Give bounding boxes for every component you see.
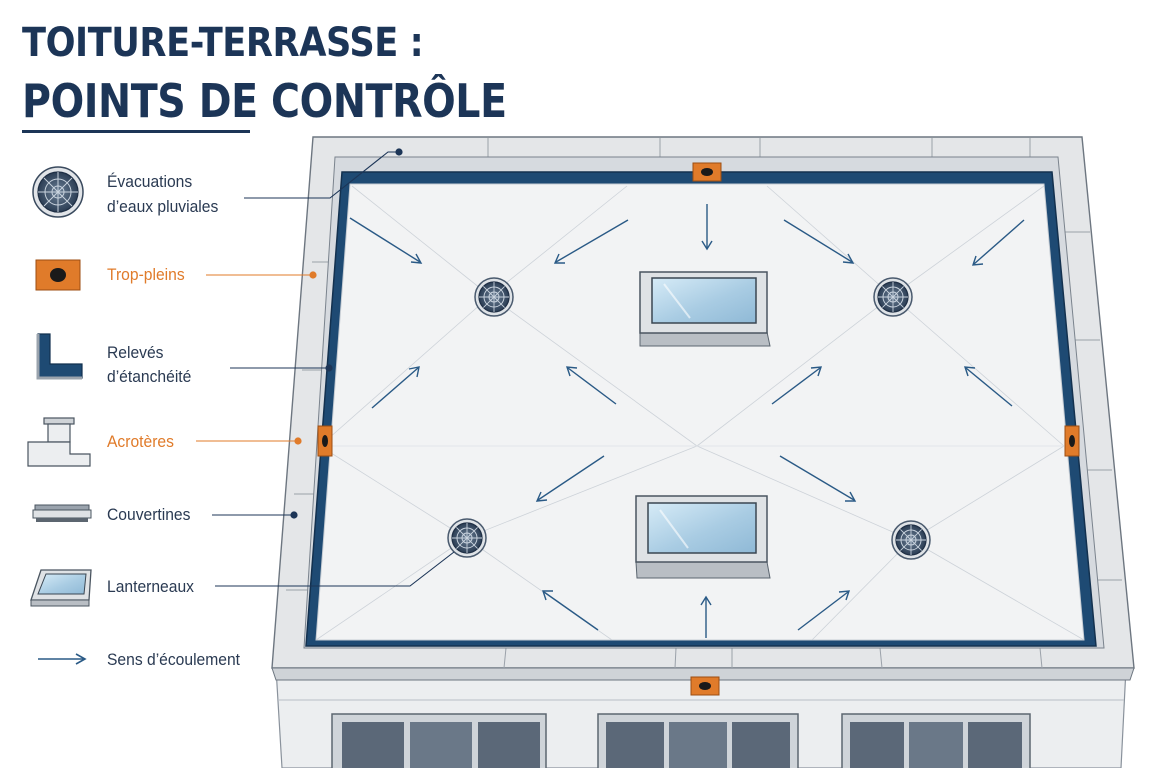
facade-window	[841, 713, 1031, 773]
overflow-right	[1064, 425, 1080, 457]
drain-top-right	[873, 277, 913, 317]
skylight-bottom	[635, 495, 771, 579]
legend-label-lanterneaux: Lanterneaux	[107, 577, 194, 596]
drain-grate-icon	[32, 166, 84, 218]
legend-label-trop-pleins: Trop-pleins	[107, 265, 185, 284]
page-title-line1: TOITURE-TERRASSE :	[22, 20, 424, 66]
coping-icon	[32, 504, 92, 522]
building-facade	[275, 667, 1127, 773]
legend-label-evacuations-line2: d’eaux pluviales	[107, 197, 219, 216]
leader-lines	[196, 148, 455, 587]
flow-arrow-icon	[38, 653, 87, 665]
overflow-bottom	[690, 676, 720, 696]
drain-top-left	[474, 277, 514, 317]
overflow-icon	[35, 259, 81, 291]
drain-bottom-right	[891, 520, 931, 560]
legend-label-couvertines: Couvertines	[107, 505, 191, 524]
legend-label-releves-line2: d’étanchéité	[107, 367, 192, 386]
flow-arrows	[349, 204, 1025, 638]
legend-label-evacuations-line1: Évacuations	[107, 172, 193, 191]
title-underline	[22, 130, 250, 133]
overflow-left	[317, 425, 333, 457]
legend-label-sens-ecoulement: Sens d’écoulement	[107, 650, 241, 669]
page-title-line2: POINTS DE CONTRÔLE	[22, 74, 507, 128]
legend-label-acroteres: Acrotères	[107, 432, 174, 451]
legend-label-releves-line1: Relevés	[107, 343, 164, 362]
facade-window	[331, 713, 547, 773]
parapet-icon	[27, 417, 91, 467]
skylight-top	[639, 271, 771, 347]
drain-bottom-left	[447, 518, 487, 558]
waterproofing-upstand-icon	[36, 333, 83, 380]
skylight-icon	[30, 569, 92, 607]
facade-window	[597, 713, 799, 773]
overflow-top	[692, 162, 722, 182]
